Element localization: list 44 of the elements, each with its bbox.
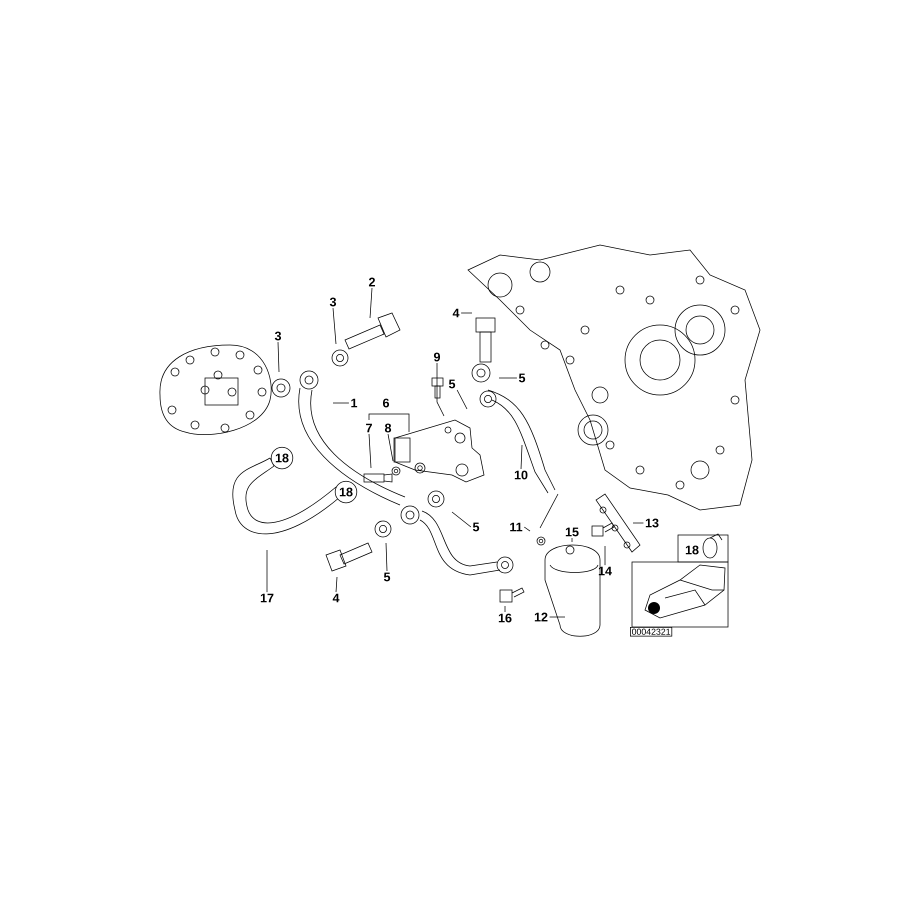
callout-number: 5 [448,380,456,388]
leader-line [504,606,506,612]
callout-number: 9 [434,352,440,362]
leader-line [336,576,338,592]
leader-line [456,390,468,410]
leader-line [370,288,372,318]
leader-line [452,512,472,528]
callout-number: 5 [384,572,390,582]
callout-number: 7 [366,424,372,432]
callout-number: 11 [510,522,522,532]
leader-line [332,308,336,344]
leader-line [460,312,472,314]
leader-line [524,526,530,532]
leader-line [278,342,280,372]
callout-number: 5 [472,522,480,532]
leader-line [632,522,644,524]
leader-line [436,362,444,416]
callout-number: 12 [534,612,548,622]
leader-line [368,434,372,468]
callout-number: 17 [260,594,274,602]
callout-number: 6 [382,398,390,408]
leader-line [520,444,522,470]
callout-number: 4 [332,594,340,602]
callout-number: 3 [274,332,282,340]
circled-callout-number: 18 [270,446,294,470]
leader-line [388,434,394,462]
callout-number: 1 [351,398,358,408]
callout-number: 15 [566,528,579,536]
image-code: 00042321 [630,627,672,636]
leader-line [604,546,606,566]
callout-number: 16 [498,614,512,622]
callout-number: 4 [452,308,460,318]
leader-line [386,542,388,572]
leader-line [266,550,268,592]
leader-line [549,616,566,618]
callout-number: 13 [646,518,659,528]
callout-number: 3 [330,298,336,306]
callout-number: 8 [384,424,392,432]
callout-number: 10 [514,470,528,480]
leader-line [332,402,350,404]
circled-callout-number: 18 [334,480,358,504]
callout-number: 2 [368,278,375,286]
inset-label: 18 [686,546,699,554]
callout-number: 5 [518,374,526,382]
